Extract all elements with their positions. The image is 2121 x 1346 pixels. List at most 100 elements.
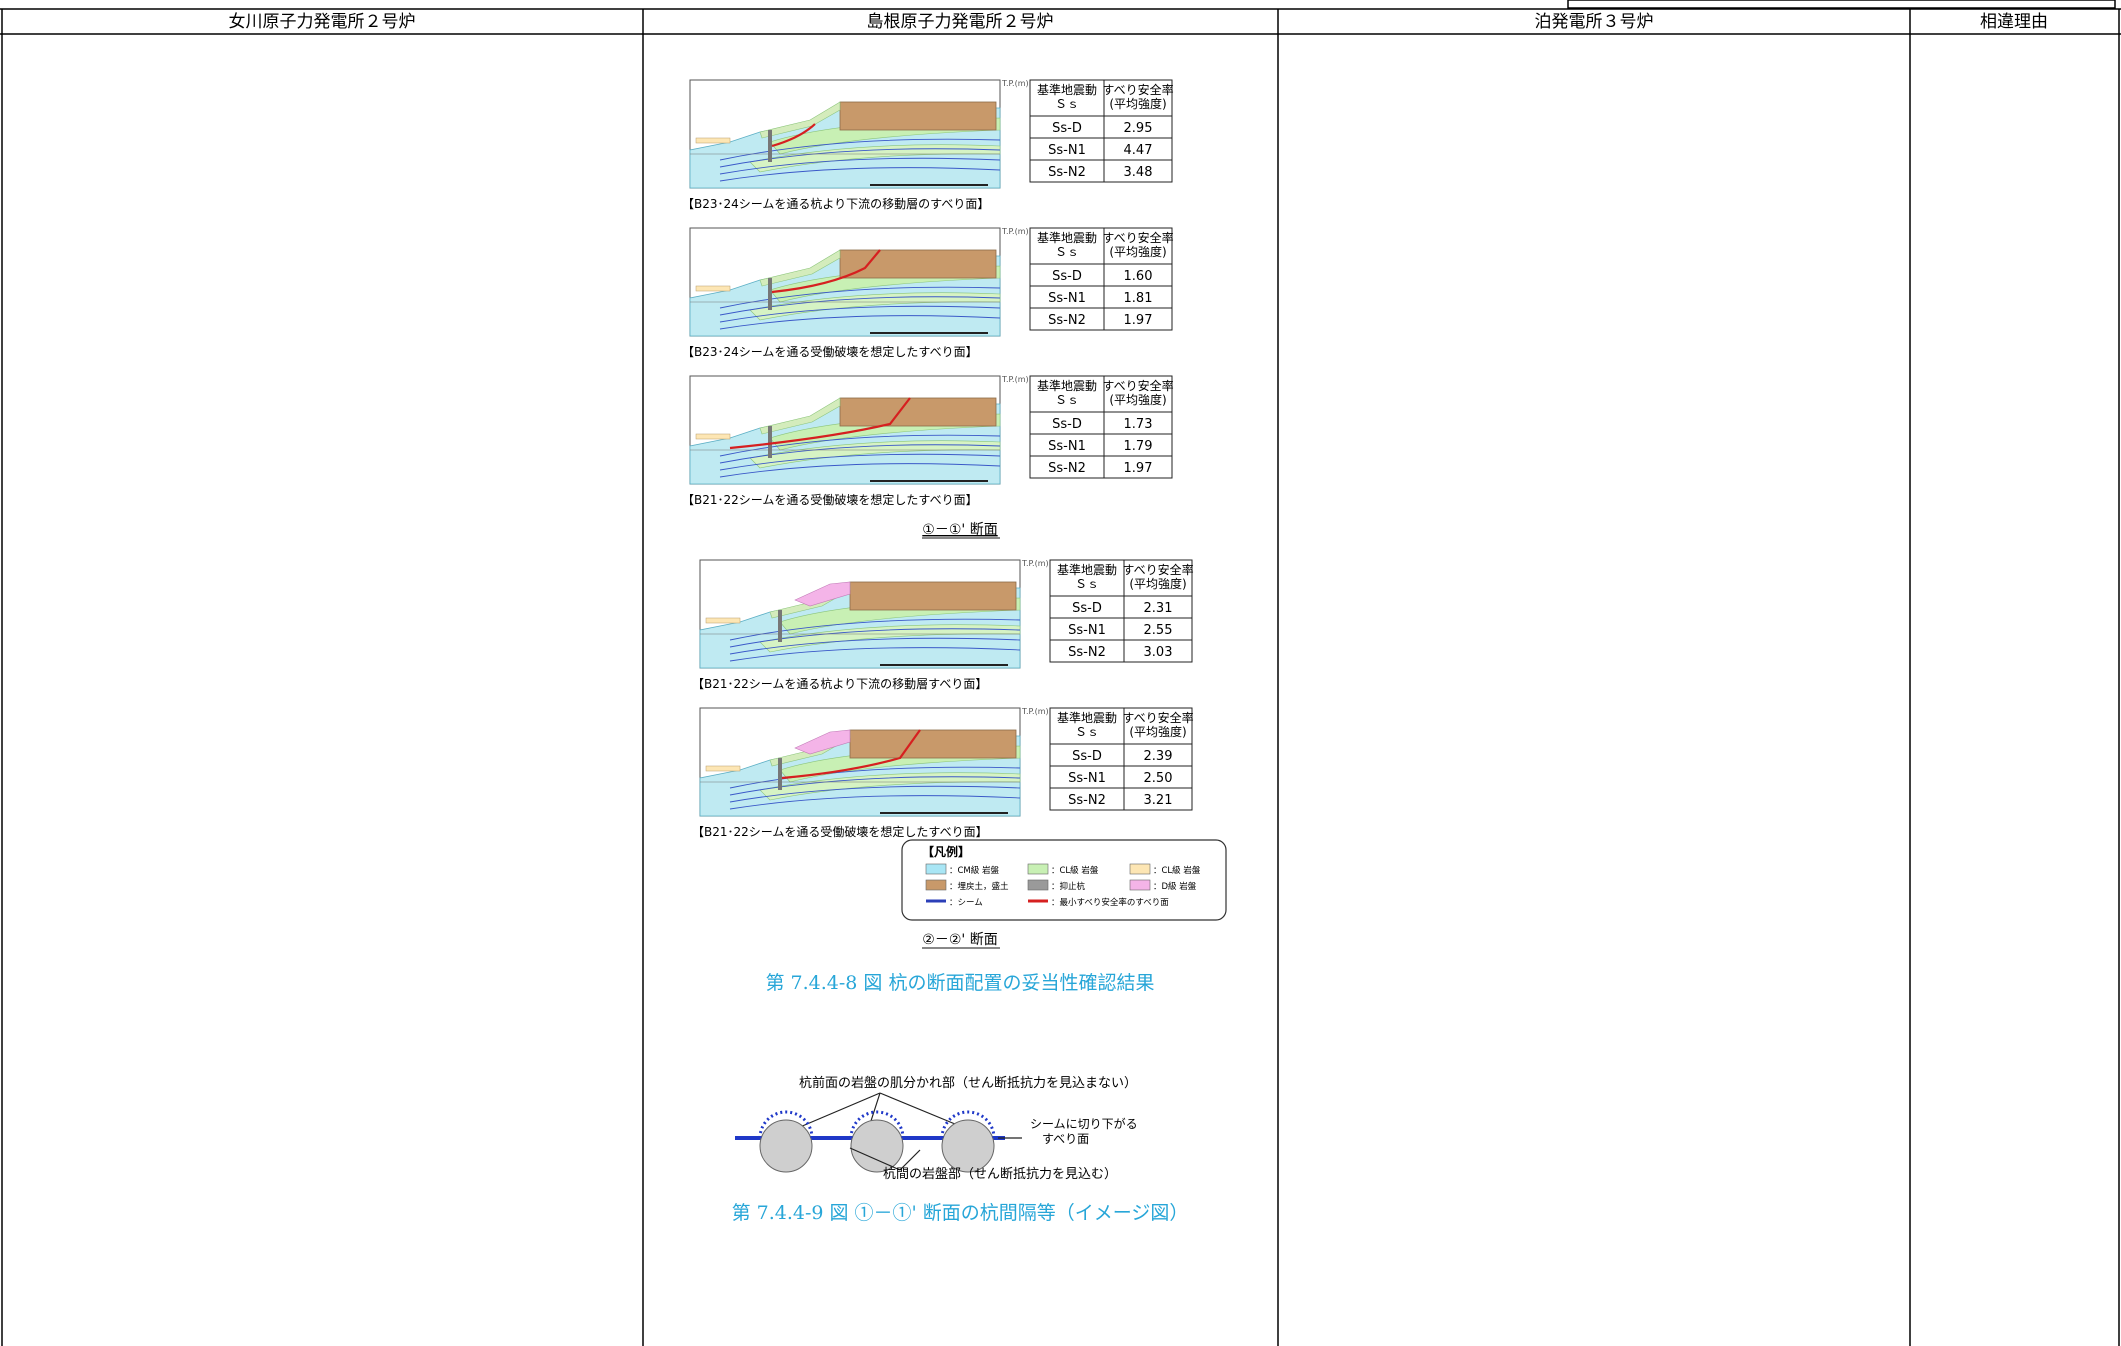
slope-layer [759, 101, 841, 139]
header-shimane: 島根原子力発電所２号炉 [867, 12, 1054, 32]
access-route [705, 765, 741, 772]
table-header-safety-factor: すべり安全率 [1102, 378, 1173, 393]
figure-title-8: 第 7.4.4-8 図 杭の断面配置の妥当性確認結果 [766, 972, 1155, 994]
seam [719, 305, 1001, 323]
seam [719, 463, 1001, 478]
critical-slip-surface [781, 729, 921, 780]
table-header-ground-motion: Ｓｓ [1055, 97, 1079, 111]
pile-2 [849, 1110, 905, 1173]
svg-text:：CM級 岩盤: ：CM級 岩盤 [949, 865, 999, 876]
seam [729, 637, 1021, 655]
legend-item: ：埋戻土，盛土 [925, 879, 1009, 892]
critical-slip-surface [771, 123, 816, 148]
pile [778, 610, 782, 642]
fill-soil [839, 397, 997, 427]
legend-item: ：シーム [926, 898, 983, 908]
seam [719, 444, 1001, 464]
svg-text:：CL級 岩盤: ：CL級 岩盤 [1051, 865, 1099, 876]
pile-1 [758, 1110, 814, 1173]
table-cell-ground-motion: Ss-D [1072, 749, 1102, 764]
header-reason: 相違理由 [1980, 12, 2048, 32]
table-cell-ground-motion: Ss-N1 [1048, 291, 1086, 306]
svg-text:：抑止杭: ：抑止杭 [1051, 881, 1086, 892]
table-cell-ground-motion: Ss-D [1072, 601, 1102, 616]
table-header-safety-factor: すべり安全率 [1122, 562, 1193, 577]
panel-caption: 【B21･22シームを通る杭より下流の移動層すべり面】 [692, 676, 987, 691]
table-cell-safety-factor: 2.50 [1144, 771, 1173, 786]
seam [729, 647, 1021, 662]
seam [719, 148, 1001, 168]
table-cell-safety-factor: 1.97 [1124, 313, 1153, 328]
header-tomari: 泊発電所３号炉 [1535, 12, 1654, 32]
table-cell-ground-motion: Ss-D [1052, 121, 1082, 136]
table-header-safety-factor: すべり安全率 [1122, 710, 1193, 725]
figure-title-9: 第 7.4.4-9 図 ①－①' 断面の杭間隔等（イメージ図） [732, 1202, 1189, 1224]
access-route [695, 285, 731, 292]
table-cell-safety-factor: 1.73 [1124, 417, 1153, 432]
fill-soil [849, 729, 1017, 759]
tp-axis-mark: T.P.(m) [1001, 375, 1029, 384]
table-cell-safety-factor: 1.79 [1124, 439, 1153, 454]
pile [768, 278, 772, 310]
seam [719, 167, 1001, 182]
fill-soil [839, 249, 997, 279]
legend-box: 【凡例】 ：CM級 岩盤：CL級 岩盤：CL級 岩盤：埋戻土，盛土：抑止杭：D級… [901, 839, 1227, 921]
table-cell-safety-factor: 2.39 [1144, 749, 1173, 764]
access-route [695, 137, 731, 144]
critical-slip-surface [729, 397, 911, 450]
legend-item: ：D級 岩盤 [1129, 879, 1197, 892]
legend-item: ：最小すべり安全率のすべり面 [1028, 897, 1169, 908]
pile-top-label: 杭前面の岩盤の肌分かれ部（せん断抵抗力を見込まない） [799, 1075, 1137, 1091]
table-header-ground-motion: Ｓｓ [1075, 577, 1099, 591]
table-header-ground-motion: 基準地震動 [1057, 710, 1117, 725]
seam [729, 776, 1021, 796]
comparison-table [0, 8, 2121, 1346]
seam [719, 315, 1001, 330]
table-header-ground-motion: 基準地震動 [1037, 230, 1097, 245]
panel-caption: 【B23･24シームを通る受働破壊を想定したすべり面】 [682, 344, 978, 359]
table-cell-ground-motion: Ss-D [1052, 417, 1082, 432]
panel-caption: 【B21･22シームを通る受働破壊を想定したすべり面】 [692, 824, 988, 839]
rock-d [794, 729, 851, 755]
table-cell-ground-motion: Ss-N2 [1068, 645, 1106, 660]
table-cell-ground-motion: Ss-N1 [1068, 623, 1106, 638]
slope-layer [759, 397, 841, 435]
table-header-ground-motion: Ｓｓ [1055, 245, 1079, 259]
rock-d [794, 581, 851, 607]
table-header-safety-factor: (平均強度) [1109, 392, 1166, 407]
seam [719, 296, 1001, 316]
pile [768, 426, 772, 458]
seam [729, 795, 1021, 810]
table-cell-ground-motion: Ss-N1 [1048, 143, 1086, 158]
table-header-safety-factor: すべり安全率 [1102, 230, 1173, 245]
legend-item: ：CL級 岩盤 [1027, 863, 1099, 876]
table-header-safety-factor: (平均強度) [1109, 96, 1166, 111]
table-cell-safety-factor: 1.97 [1124, 461, 1153, 476]
access-route [705, 617, 741, 624]
section-label-2: ②－②' 断面 [922, 932, 997, 948]
pile [778, 758, 782, 790]
pile-right-label-2: すべり面 [1042, 1132, 1089, 1146]
table-cell-ground-motion: Ss-N2 [1068, 793, 1106, 808]
table-cell-safety-factor: 4.47 [1124, 143, 1153, 158]
table-cell-ground-motion: Ss-N1 [1048, 439, 1086, 454]
table-cell-ground-motion: Ss-N2 [1048, 313, 1086, 328]
pile-spacing-diagram: 杭前面の岩盤の肌分かれ部（せん断抵抗力を見込まない） シームに切り下がる すべり… [735, 1075, 1138, 1182]
table-cell-ground-motion: Ss-D [1052, 269, 1082, 284]
table-cell-safety-factor: 2.95 [1124, 121, 1153, 136]
table-header-ground-motion: 基準地震動 [1057, 562, 1117, 577]
svg-text:：シーム: ：シーム [949, 898, 983, 908]
table-header-ground-motion: 基準地震動 [1037, 82, 1097, 97]
legend-item: ：CL級 岩盤 [1129, 863, 1201, 876]
svg-text:：最小すべり安全率のすべり面: ：最小すべり安全率のすべり面 [1051, 897, 1169, 908]
legend-item: ：CM級 岩盤 [925, 863, 999, 876]
panel-caption: 【B23･24シームを通る杭より下流の移動層のすべり面】 [682, 196, 989, 211]
table-cell-ground-motion: Ss-N1 [1068, 771, 1106, 786]
